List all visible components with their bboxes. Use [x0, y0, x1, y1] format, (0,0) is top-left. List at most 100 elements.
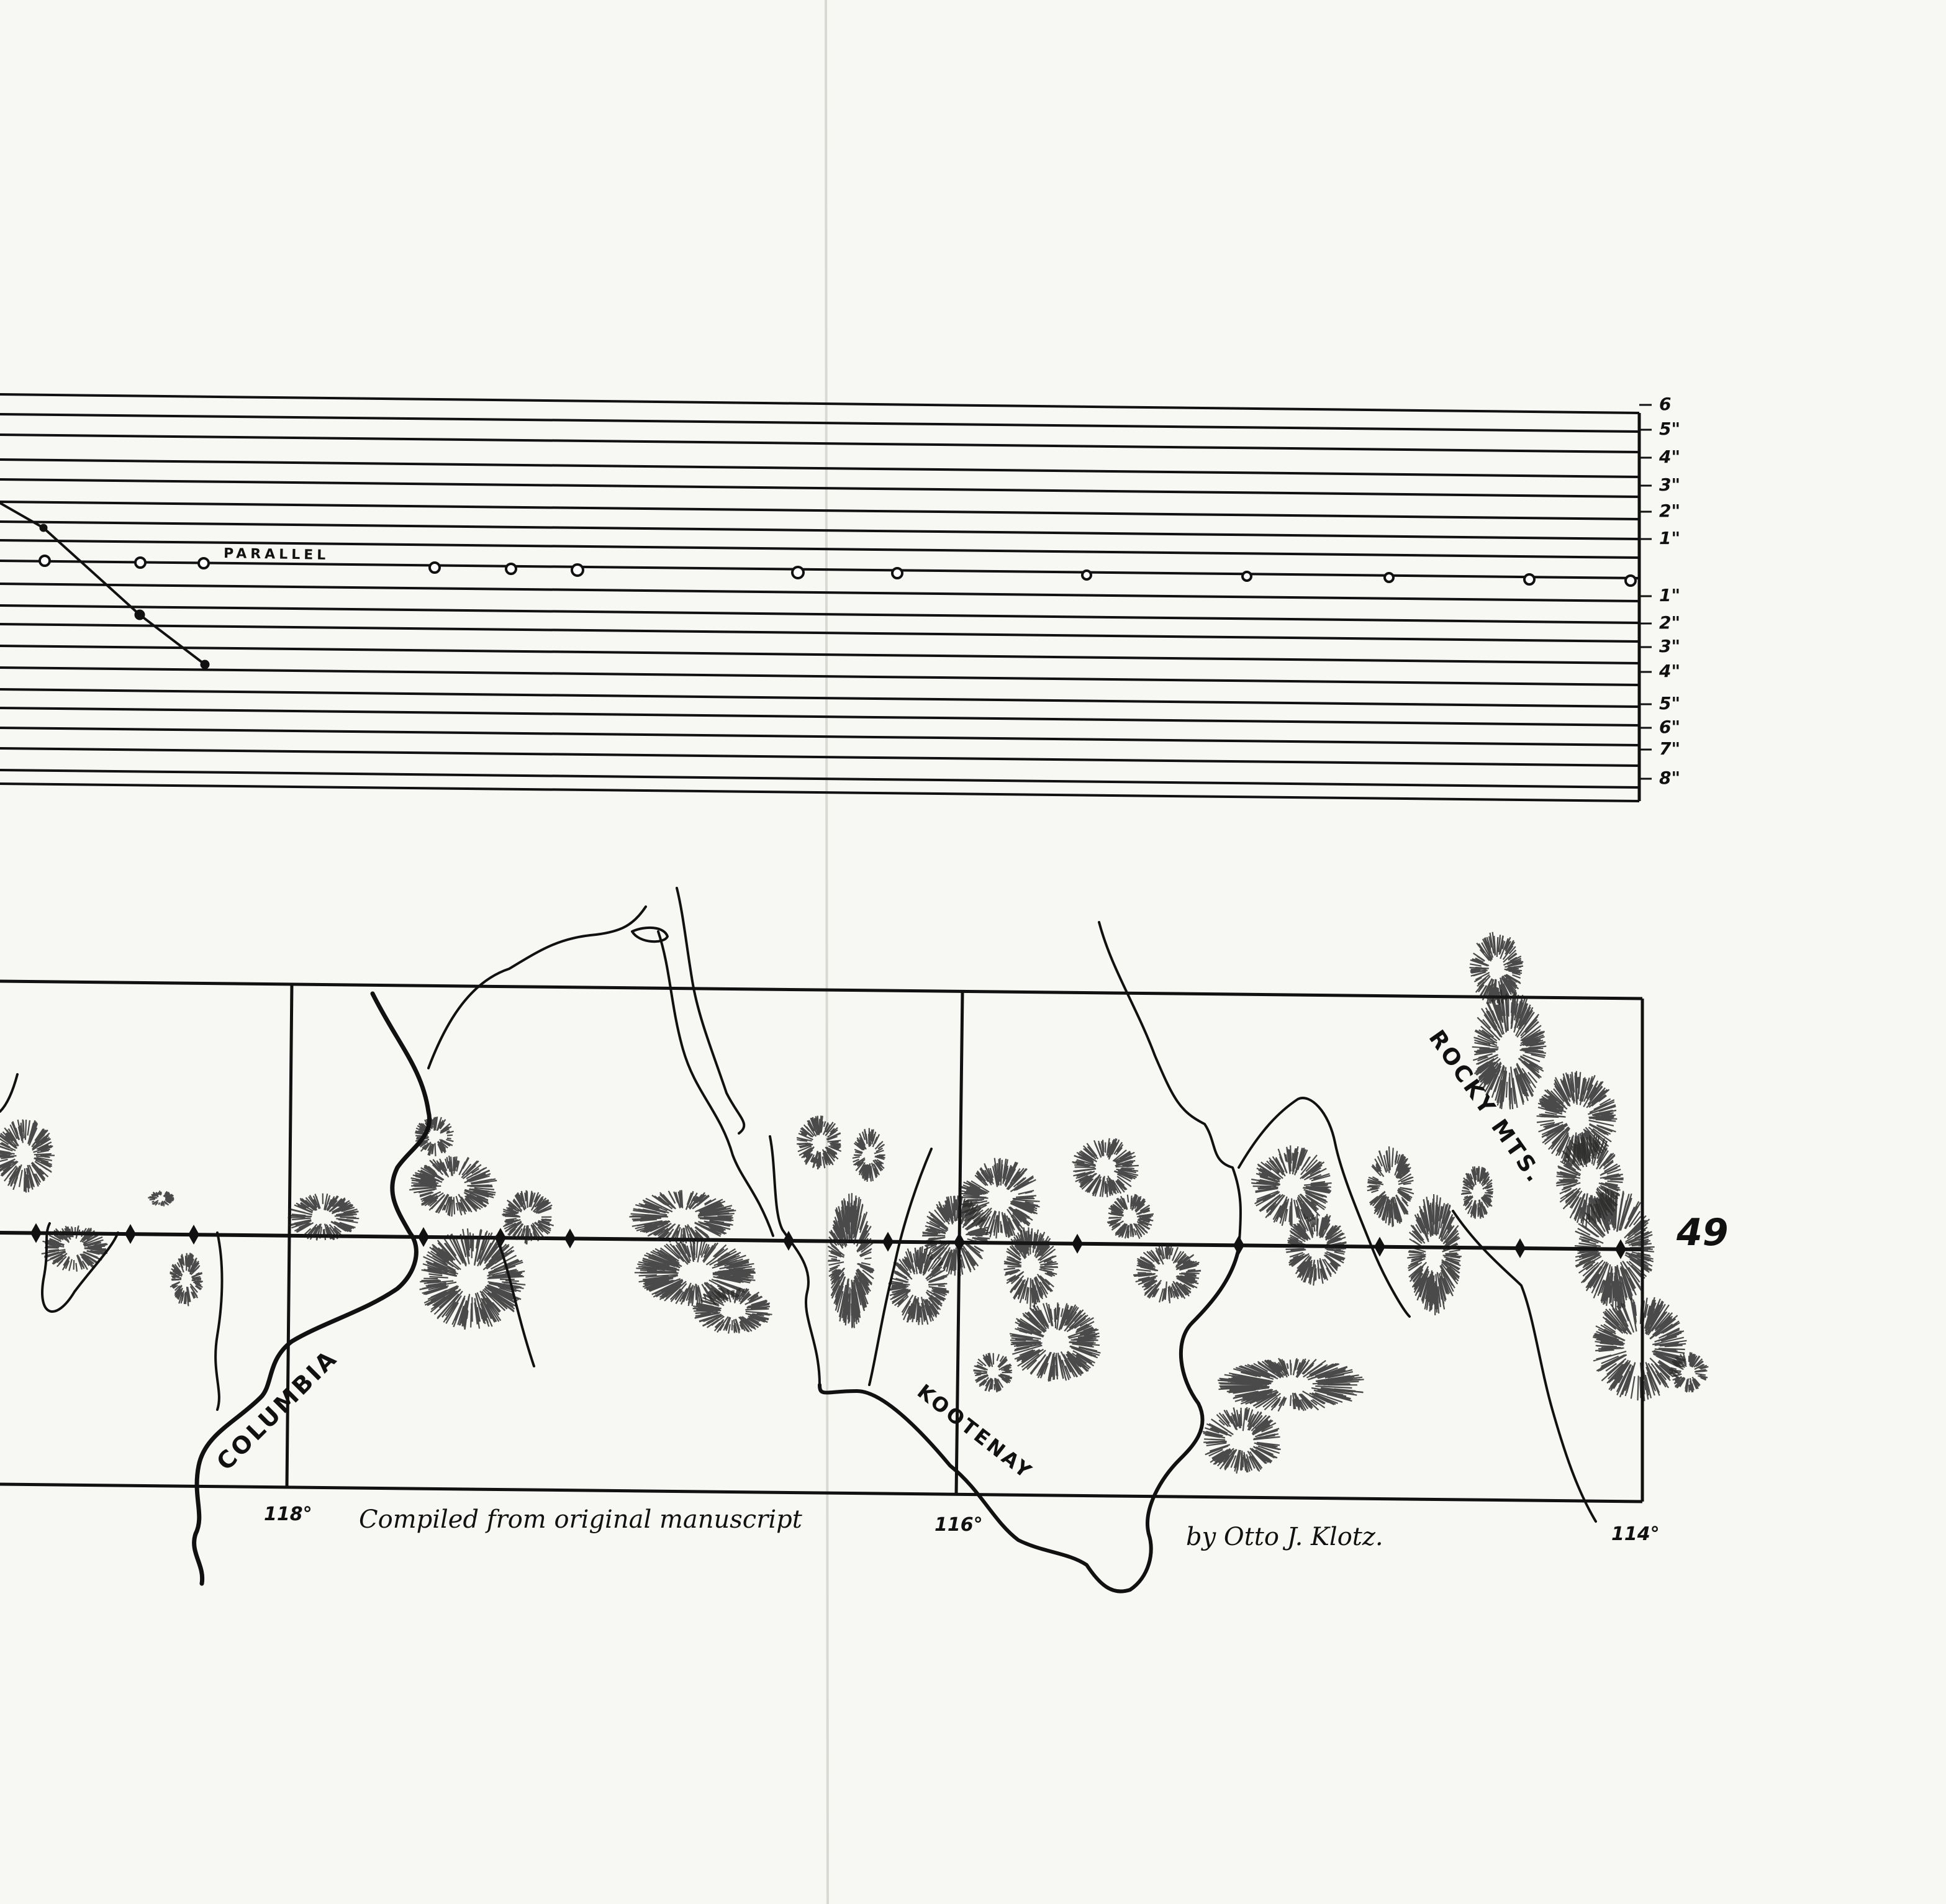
mountain-cluster	[1218, 1358, 1364, 1412]
credit-compiled: Compiled from original manuscript	[359, 1505, 803, 1534]
mountain-cluster	[852, 1128, 885, 1182]
river-loop	[769, 1135, 821, 1386]
frame-bottom	[0, 1482, 1643, 1503]
diagram-grid-line	[0, 604, 1640, 624]
columbia-river	[192, 991, 432, 1586]
survey-marker	[200, 660, 210, 669]
columbia-label: COLUMBIA	[211, 1344, 343, 1476]
moyie-river	[868, 1148, 933, 1386]
boundary-monument	[188, 1225, 199, 1245]
mountain-cluster	[1469, 932, 1524, 1005]
boundary-monument	[954, 1232, 965, 1253]
monument	[38, 555, 51, 567]
mountain-cluster	[419, 1228, 526, 1330]
river-east	[1238, 1097, 1411, 1318]
mountain-cluster	[973, 1353, 1013, 1393]
diagram-scale-ticks	[1639, 404, 1652, 780]
diagram-grid-line	[0, 688, 1640, 708]
river-far-east	[1452, 1210, 1597, 1523]
diagram-scale-label: 1"	[1659, 585, 1680, 605]
diagram-grid-line	[0, 666, 1640, 686]
boundary-monument	[882, 1231, 894, 1252]
mountain-cluster	[1003, 1227, 1059, 1308]
mountain-cluster	[888, 1246, 949, 1325]
diagram-grid-line	[0, 433, 1640, 453]
diagram-grid-line	[0, 520, 1640, 540]
mountain-cluster	[692, 1287, 772, 1334]
mountain-cluster	[634, 1240, 756, 1307]
survey-marker	[39, 524, 48, 532]
diagram-grid-line	[0, 413, 1640, 433]
boundary-monument	[1514, 1238, 1526, 1258]
diagram-scale-label: 6	[1659, 394, 1671, 414]
diagram-scale-label: 6"	[1659, 717, 1680, 737]
parallel-49-label: 49	[1676, 1211, 1729, 1254]
mountain-cluster	[287, 1193, 360, 1241]
frame-top	[0, 979, 1643, 1000]
diagram-grid-line	[0, 727, 1640, 746]
mountain-cluster	[170, 1253, 203, 1307]
monument	[791, 566, 805, 579]
kootenay-river	[818, 1246, 1241, 1593]
river-west	[41, 1222, 119, 1313]
diagram-grid-line	[0, 560, 1640, 579]
monument	[1383, 572, 1395, 583]
lake-outline	[631, 926, 669, 943]
mountain-cluster	[1592, 1294, 1687, 1402]
longitude-118-label: 118°	[264, 1503, 312, 1525]
mountain-cluster	[41, 1225, 108, 1272]
mountain-cluster	[148, 1190, 174, 1207]
diagram-grid-line	[0, 501, 1640, 520]
monument	[891, 567, 903, 579]
longitude-114-label: 114°	[1611, 1523, 1660, 1545]
diagram-scale-labels: 65"4"3"2"1"1"2"3"4"5"6"7"8"	[1659, 394, 1680, 788]
diagram-scale-label: 3"	[1659, 474, 1680, 495]
diagram-grid-line	[0, 393, 1640, 414]
monument	[428, 561, 441, 574]
river-north	[427, 905, 647, 1069]
parallel-49-line	[0, 1231, 1643, 1251]
mountain-cluster	[415, 1116, 454, 1156]
boundary-monument	[1615, 1239, 1626, 1259]
mountain-cluster	[1107, 1194, 1154, 1240]
diagram-scale-label: 5"	[1659, 693, 1680, 714]
monument	[134, 556, 147, 569]
longitude-116-label: 116°	[935, 1514, 983, 1536]
mountain-cluster	[1202, 1407, 1281, 1474]
diagram-grid-line	[0, 458, 1640, 478]
river-center	[657, 930, 774, 1237]
monument	[505, 563, 517, 575]
diagram-grid-line	[0, 782, 1640, 802]
mountain-cluster	[629, 1190, 736, 1244]
diagram-scale-label: 8"	[1659, 768, 1680, 788]
kootenay-label: KOOTENAY	[913, 1379, 1038, 1484]
mountain-cluster	[502, 1190, 554, 1244]
monument	[1241, 571, 1252, 582]
kootenay-river-north	[1098, 921, 1242, 1249]
survey-marker	[134, 609, 145, 620]
mountain-cluster	[1407, 1194, 1462, 1316]
mountain-cluster	[1668, 1352, 1709, 1393]
river-edge	[0, 1073, 19, 1113]
mountain-cluster	[796, 1115, 842, 1170]
diagram-grid-line	[0, 539, 1640, 559]
diagram-scale-label: 4"	[1659, 447, 1680, 467]
diagram-grid-line	[0, 769, 1640, 789]
diagram-grid-line	[0, 747, 1640, 767]
mountain-cluster	[0, 1119, 55, 1193]
diagram-grid-line	[0, 478, 1640, 498]
kootenay-lake	[676, 887, 746, 1135]
diagram-scale-label: 1"	[1659, 528, 1680, 548]
mountain-cluster	[1472, 989, 1547, 1110]
mountain-cluster	[827, 1193, 875, 1328]
boundary-monument	[30, 1223, 42, 1243]
parallel-label: PARALLEL	[224, 546, 330, 563]
survey-line	[0, 502, 206, 666]
mountain-cluster	[959, 1158, 1040, 1239]
mountain-cluster	[1072, 1138, 1139, 1197]
mountain-cluster	[1574, 1189, 1655, 1310]
boundary-monument	[418, 1226, 429, 1247]
diagram-scale-label: 3"	[1659, 636, 1680, 656]
